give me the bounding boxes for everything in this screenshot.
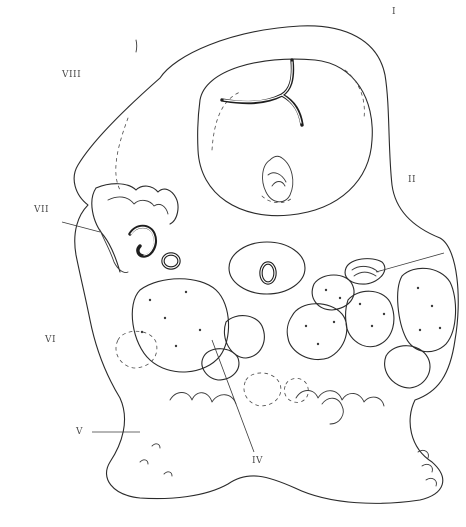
central-ring-inner-lumen xyxy=(261,263,275,283)
right-large-ovoid xyxy=(398,268,456,351)
tick-mark-ii xyxy=(136,40,137,52)
right-small-oval-canal xyxy=(352,266,378,276)
leader-vii xyxy=(62,222,100,232)
lower-center-ovoid xyxy=(224,316,264,358)
label-v: V xyxy=(76,427,83,437)
mid-ovoid-2 xyxy=(287,304,347,360)
upper-large-chamber xyxy=(198,59,373,216)
central-ring-outer xyxy=(229,242,305,294)
scalloped-lower-border-2 xyxy=(322,398,343,424)
mid-ovoid-1 xyxy=(312,275,354,310)
spiral-tube-lumen xyxy=(131,227,154,255)
dashed-ovoid-center xyxy=(244,373,281,406)
lower-left-large-ovoid xyxy=(132,279,228,372)
leader-right xyxy=(376,253,444,272)
label-i: I xyxy=(392,7,396,17)
label-vii: VII xyxy=(34,205,49,215)
far-right-ovoid xyxy=(385,346,430,388)
small-ring-lumen xyxy=(163,254,179,268)
lower-left-fragments xyxy=(140,444,172,476)
label-vi: VI xyxy=(45,335,56,345)
label-iv: IV xyxy=(252,456,263,466)
label-ii: II xyxy=(408,175,416,185)
mid-ovoid-3 xyxy=(346,291,394,346)
y-shaped-canal-lumen xyxy=(224,62,301,123)
outer-inner-rim xyxy=(116,118,128,190)
lower-right-scallops xyxy=(418,450,436,486)
upper-chamber-inner-rim-right xyxy=(345,70,364,118)
scalloped-lower-border xyxy=(170,391,384,407)
central-small-structure xyxy=(263,156,293,202)
central-small-structure-inner xyxy=(268,173,286,186)
y-shaped-canal xyxy=(222,60,302,125)
dashed-ovoid-left xyxy=(116,331,157,368)
label-viii: VIII xyxy=(62,70,81,80)
left-folded-lobe-inner xyxy=(108,197,168,214)
